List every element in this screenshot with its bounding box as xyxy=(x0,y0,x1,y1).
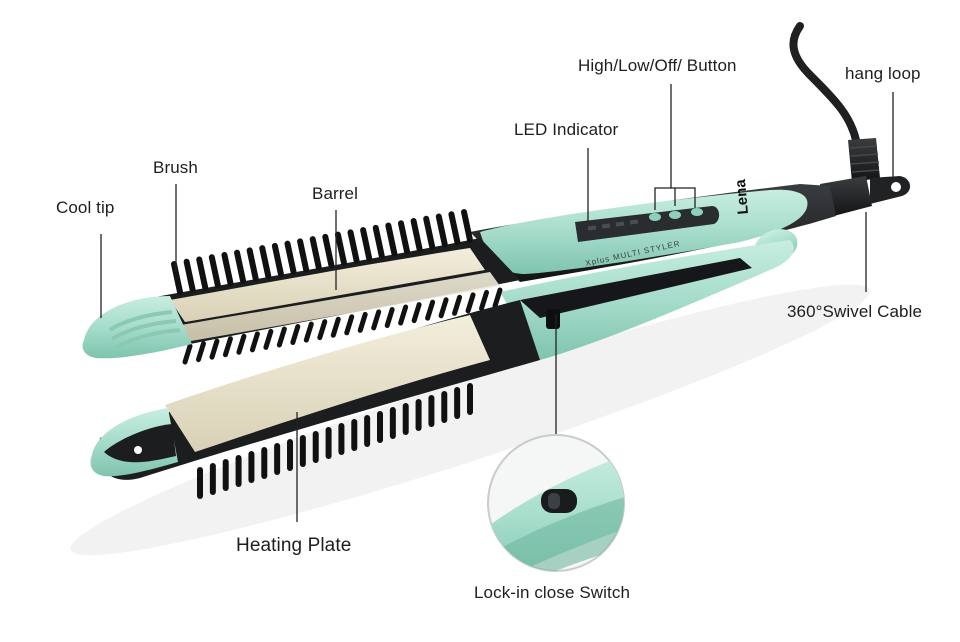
brush-bristle xyxy=(234,249,247,284)
leader-lines xyxy=(100,84,894,522)
brush-bristle xyxy=(448,211,461,246)
brush-bristle xyxy=(452,294,463,316)
power-cord xyxy=(789,22,880,182)
label-swivel-cable: 360°Swivel Cable xyxy=(787,302,923,321)
brush-bristle xyxy=(196,256,209,291)
brush-bristle xyxy=(492,287,503,309)
brush-bristle xyxy=(209,338,220,360)
brush-bristle xyxy=(357,311,368,333)
brush-bristle xyxy=(317,319,328,341)
brush-bristle xyxy=(479,289,490,311)
label-heating-plate: Heating Plate xyxy=(236,535,352,556)
led-indicator xyxy=(587,219,639,231)
brush-bristle xyxy=(284,240,297,275)
cool-tip xyxy=(82,296,192,359)
control-panel xyxy=(575,206,720,242)
brush-bristle xyxy=(297,238,310,273)
label-led-indicator: LED Indicator xyxy=(514,120,619,139)
brush-bristle xyxy=(411,302,422,324)
barrel-brush-arm xyxy=(150,209,520,365)
brush-bristle xyxy=(183,258,196,293)
brush-bristle xyxy=(438,297,449,319)
hinge-gap xyxy=(520,258,752,318)
brush-bristle xyxy=(259,245,272,280)
lock-switch-small xyxy=(546,309,560,329)
brush-bristle xyxy=(271,242,284,277)
brush-bristle xyxy=(334,231,347,266)
brush-bristle xyxy=(425,299,436,321)
brush-bristle xyxy=(290,324,301,346)
brush-bristle xyxy=(222,336,233,358)
heating-plate-arm xyxy=(98,300,540,499)
brush-bristle xyxy=(398,304,409,326)
label-high-low-off-button: High/Low/Off/ Button xyxy=(578,56,737,75)
label-cool-tip: Cool tip xyxy=(56,198,115,217)
brush-bristle xyxy=(360,227,373,262)
brush-bristle xyxy=(221,251,234,286)
label-hang-loop: hang loop xyxy=(845,64,921,83)
brush-bristle xyxy=(182,343,193,365)
brush-bristle xyxy=(347,229,360,264)
brush-bristle xyxy=(246,247,259,282)
brush-bristle xyxy=(322,233,335,268)
hang-loop xyxy=(870,176,911,204)
brush-bristle xyxy=(344,314,355,336)
brush-bristle xyxy=(303,321,314,343)
brush-bristle xyxy=(410,218,423,253)
brush-bristle xyxy=(263,328,274,350)
brush-bristle xyxy=(330,316,341,338)
floor-shadow xyxy=(70,284,870,556)
label-brush: Brush xyxy=(153,158,198,177)
brush-bristle xyxy=(461,209,473,243)
label-lock-in-close-switch: Lock-in close Switch xyxy=(474,583,631,602)
brush-bristle xyxy=(276,326,287,348)
heating-plate-surface xyxy=(165,315,490,452)
brush-bristle xyxy=(465,292,476,314)
brush-bristle xyxy=(236,333,247,355)
brush-bristle xyxy=(385,222,398,257)
brush-bristle xyxy=(371,309,382,331)
power-buttons xyxy=(649,208,703,221)
label-barrel: Barrel xyxy=(312,184,358,203)
brush-bristle xyxy=(309,236,322,271)
brush-bristle xyxy=(171,261,183,295)
lower-cool-tip xyxy=(90,408,178,477)
brush-bristle xyxy=(195,341,206,363)
brush-bristle xyxy=(372,224,385,259)
brush-bristle xyxy=(249,331,260,353)
brand-logo: Lena xyxy=(732,178,752,215)
brush-bristle xyxy=(435,213,448,248)
brush-bristle xyxy=(208,254,221,289)
brush-bristle xyxy=(384,306,395,328)
brush-bristle xyxy=(423,215,436,250)
lock-switch-zoom xyxy=(487,434,625,572)
brush-bristle xyxy=(397,220,410,255)
